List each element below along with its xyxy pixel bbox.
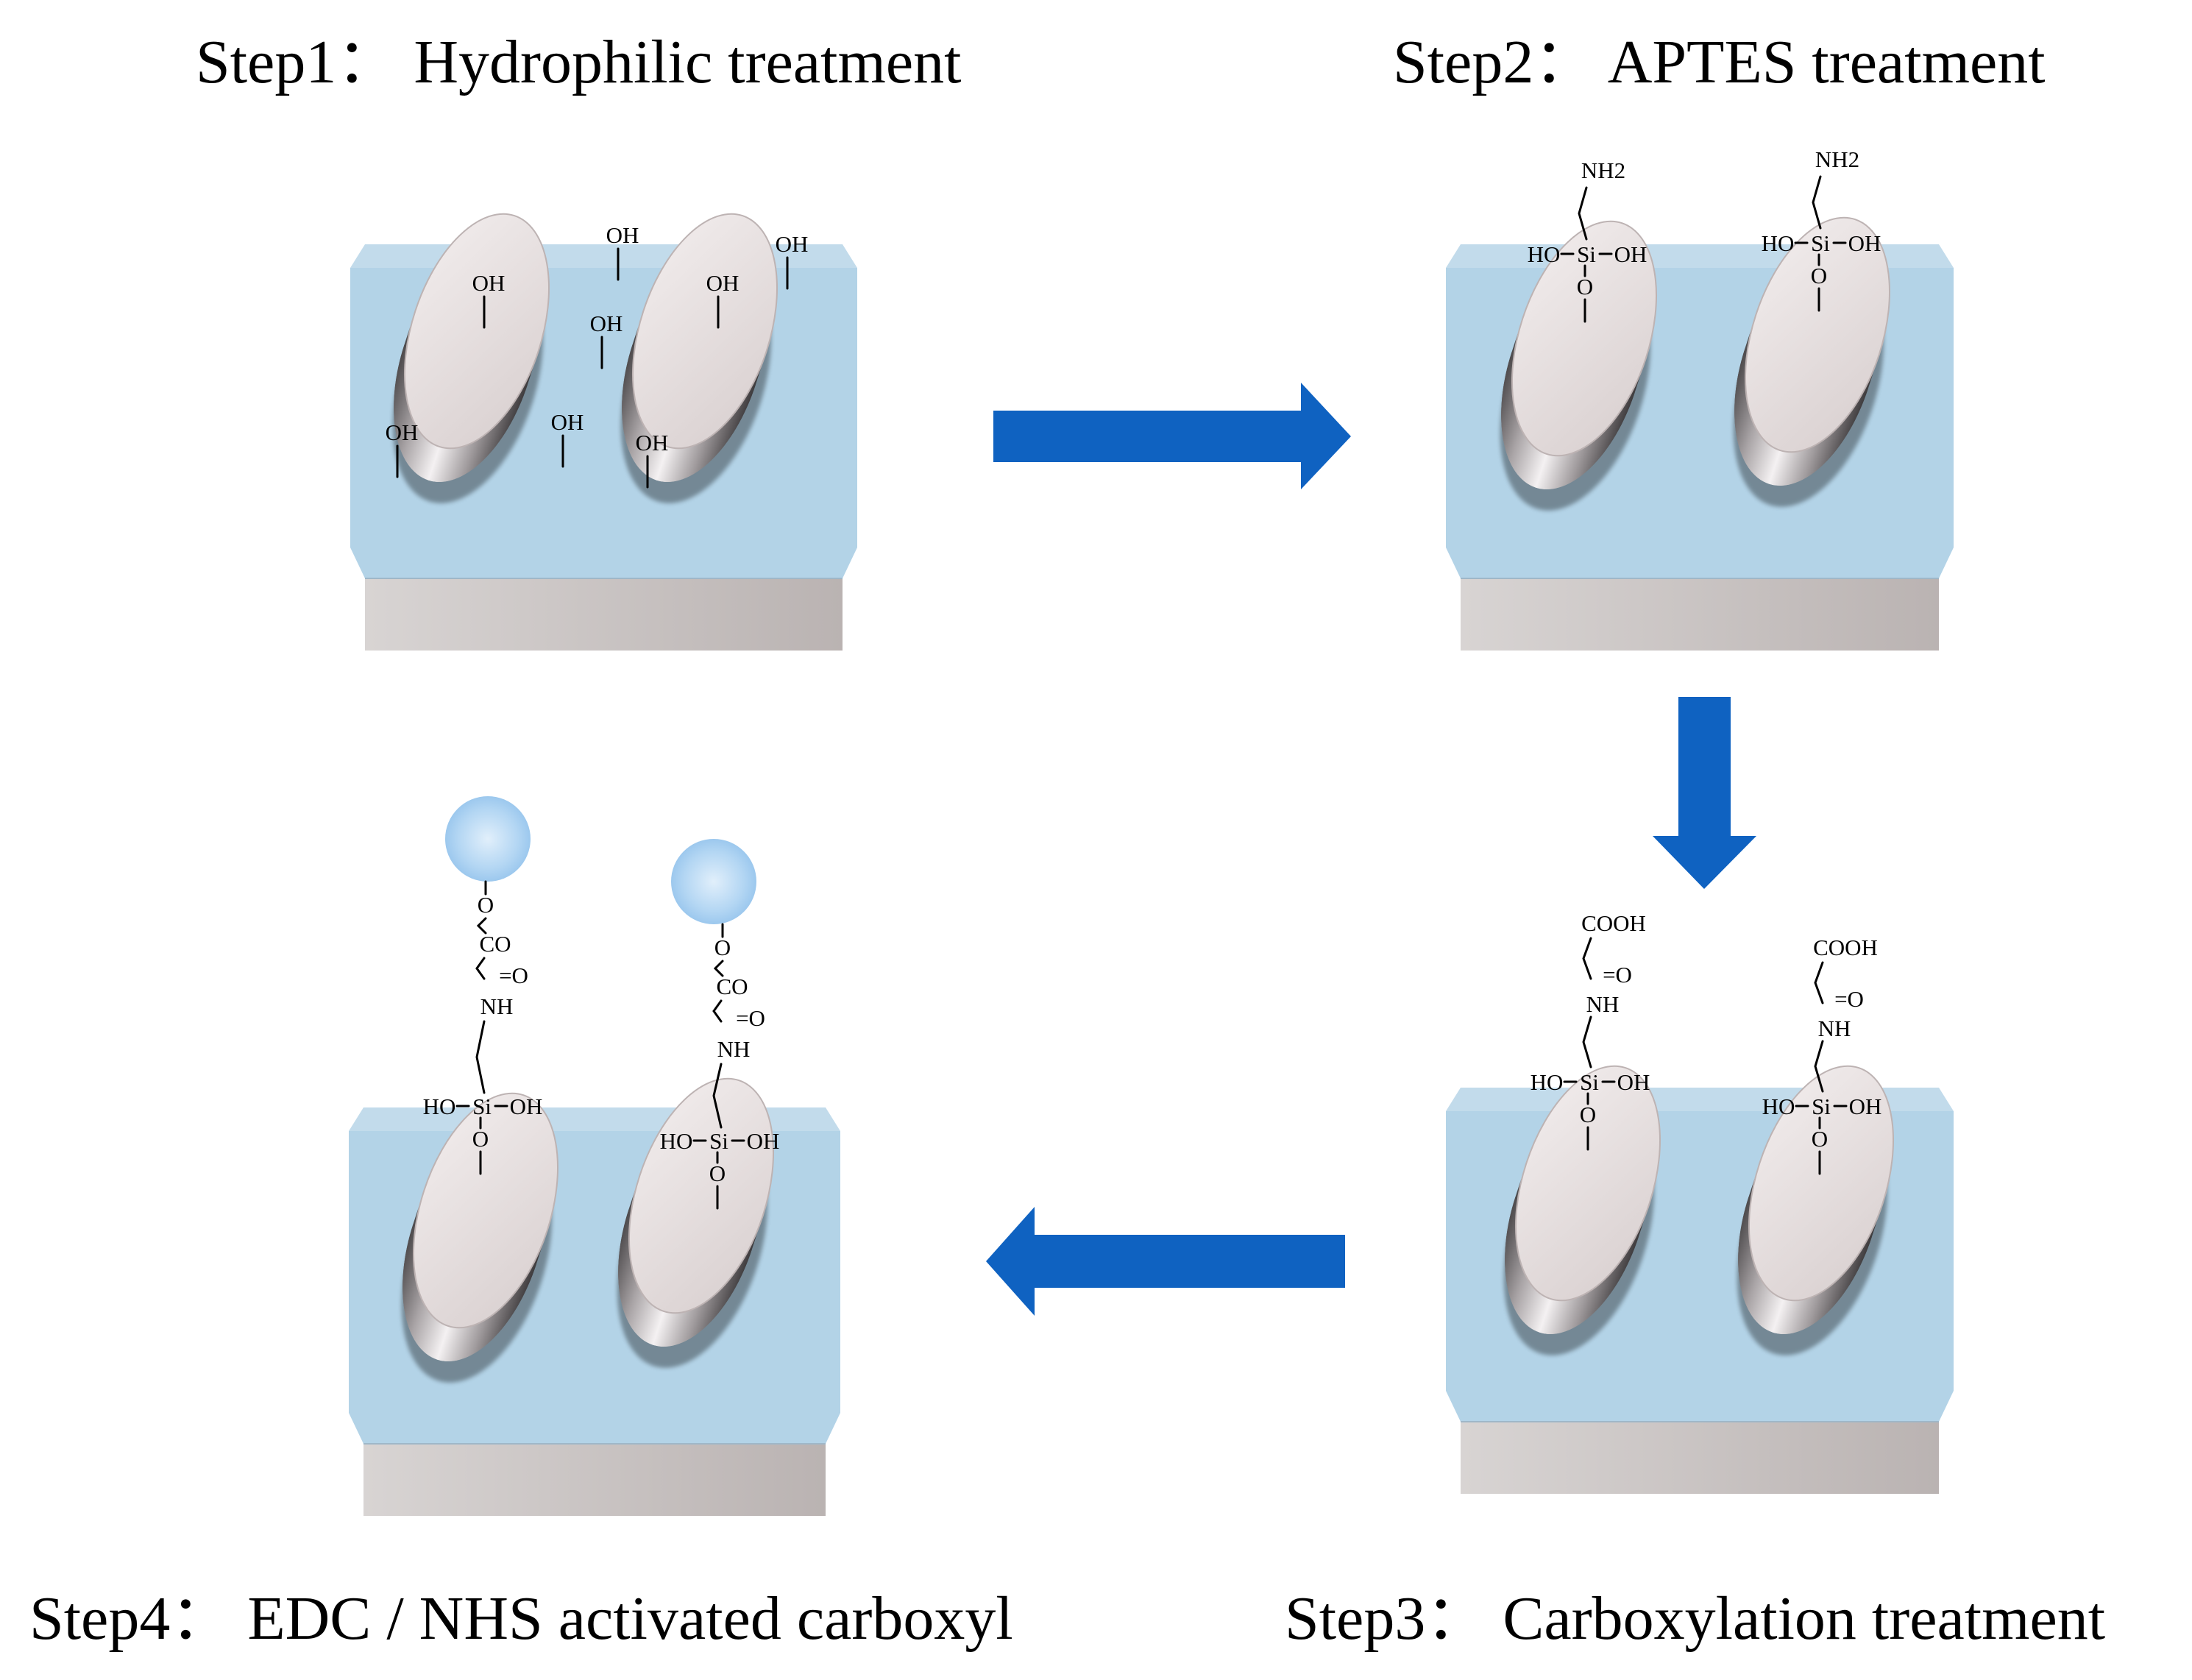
nanorod-4 bbox=[1733, 216, 1891, 507]
amide-nh-label: NH bbox=[1818, 1016, 1851, 1041]
hydroxyl-group: OH bbox=[776, 231, 809, 290]
ester-o-label: O bbox=[714, 935, 731, 960]
si-label: Si bbox=[709, 1128, 728, 1154]
amide-nh-label: NH bbox=[480, 993, 514, 1019]
o-label: O bbox=[1580, 1102, 1596, 1127]
hydroxyl-group: OH bbox=[636, 430, 669, 489]
step3-title: Step3： Carboxylation treatment bbox=[1285, 1584, 2105, 1653]
carboxyl-group: COOH =O NH HO Si OH O bbox=[1531, 910, 1650, 1151]
hydroxyl-group: OH bbox=[590, 311, 623, 369]
hydroxyl-label: OH bbox=[636, 430, 669, 456]
hydroxyl-group: OH bbox=[606, 222, 639, 281]
amine-label: NH2 bbox=[1581, 157, 1625, 183]
carboxyl-group: COOH =O NH HO Si OH O bbox=[1762, 935, 1882, 1175]
o-label: O bbox=[709, 1160, 726, 1186]
carbonyl-label: =O bbox=[736, 1005, 765, 1031]
amine-label: NH2 bbox=[1815, 146, 1859, 172]
activated-ester-group: O CO =O NH HO Si OH O bbox=[660, 839, 780, 1210]
oh-label: OH bbox=[1848, 230, 1881, 256]
arrow-left bbox=[986, 1207, 1345, 1316]
ho-label: HO bbox=[1762, 1094, 1795, 1119]
hydroxyl-label: OH bbox=[776, 231, 809, 257]
o-label: O bbox=[1811, 263, 1827, 288]
o-label: O bbox=[1812, 1126, 1828, 1152]
si-label: Si bbox=[1580, 1069, 1599, 1095]
ho-label: HO bbox=[660, 1128, 693, 1154]
ho-label: HO bbox=[1531, 1069, 1564, 1095]
amide-nh-label: NH bbox=[1586, 991, 1620, 1017]
hydroxyl-label: OH bbox=[472, 270, 506, 296]
carbonyl-label: =O bbox=[1603, 962, 1632, 988]
ho-label: HO bbox=[423, 1094, 456, 1119]
ester-co-label: CO bbox=[479, 931, 511, 957]
nanorod-5 bbox=[1503, 1065, 1661, 1355]
nanorod-8 bbox=[617, 1077, 775, 1368]
nanorod-7 bbox=[401, 1092, 559, 1383]
hydroxyl-label: OH bbox=[551, 409, 584, 435]
o-label: O bbox=[1577, 274, 1593, 300]
hydroxyl-group: OH bbox=[706, 270, 739, 329]
carboxyl-label: COOH bbox=[1581, 910, 1646, 936]
o-label: O bbox=[472, 1126, 489, 1152]
hydroxyl-label: OH bbox=[590, 311, 623, 336]
carbonyl-label: =O bbox=[1834, 986, 1864, 1012]
si-label: Si bbox=[472, 1094, 492, 1119]
hydroxyl-group: OH bbox=[386, 419, 419, 478]
nanorod-1 bbox=[392, 213, 550, 503]
nanorod-2 bbox=[620, 213, 778, 503]
amide-nh-label: NH bbox=[717, 1036, 751, 1062]
si-label: Si bbox=[1811, 230, 1830, 256]
ho-label: HO bbox=[1762, 230, 1795, 256]
nhs-bead bbox=[445, 796, 531, 882]
arrow-right bbox=[993, 383, 1351, 489]
ester-o-label: O bbox=[478, 892, 494, 918]
oh-label: OH bbox=[1614, 241, 1647, 267]
nanorod-6 bbox=[1737, 1065, 1895, 1355]
step2-title: Step2： APTES treatment bbox=[1393, 28, 2046, 96]
carbonyl-label: =O bbox=[499, 963, 528, 988]
si-label: Si bbox=[1812, 1094, 1831, 1119]
hydroxyl-group: OH bbox=[472, 270, 506, 329]
hydroxyl-label: OH bbox=[386, 419, 419, 445]
oh-label: OH bbox=[1617, 1069, 1650, 1095]
ho-label: HO bbox=[1528, 241, 1561, 267]
hydroxyl-group: OH bbox=[551, 409, 584, 468]
si-label: Si bbox=[1577, 241, 1596, 267]
step4-title: Step4： EDC / NHS activated carboxyl bbox=[29, 1584, 1013, 1653]
oh-label: OH bbox=[747, 1128, 780, 1154]
arrow-down bbox=[1653, 697, 1756, 889]
hydroxyl-label: OH bbox=[606, 222, 639, 248]
carboxyl-label: COOH bbox=[1813, 935, 1878, 960]
nanorod-3 bbox=[1500, 220, 1658, 511]
activated-ester-group: O CO =O NH HO Si OH O bbox=[423, 796, 543, 1175]
ester-co-label: CO bbox=[716, 974, 748, 999]
oh-label: OH bbox=[1849, 1094, 1882, 1119]
nhs-bead bbox=[671, 839, 756, 924]
hydroxyl-label: OH bbox=[706, 270, 739, 296]
oh-label: OH bbox=[510, 1094, 543, 1119]
step1-title: Step1： Hydrophilic treatment bbox=[196, 28, 961, 96]
